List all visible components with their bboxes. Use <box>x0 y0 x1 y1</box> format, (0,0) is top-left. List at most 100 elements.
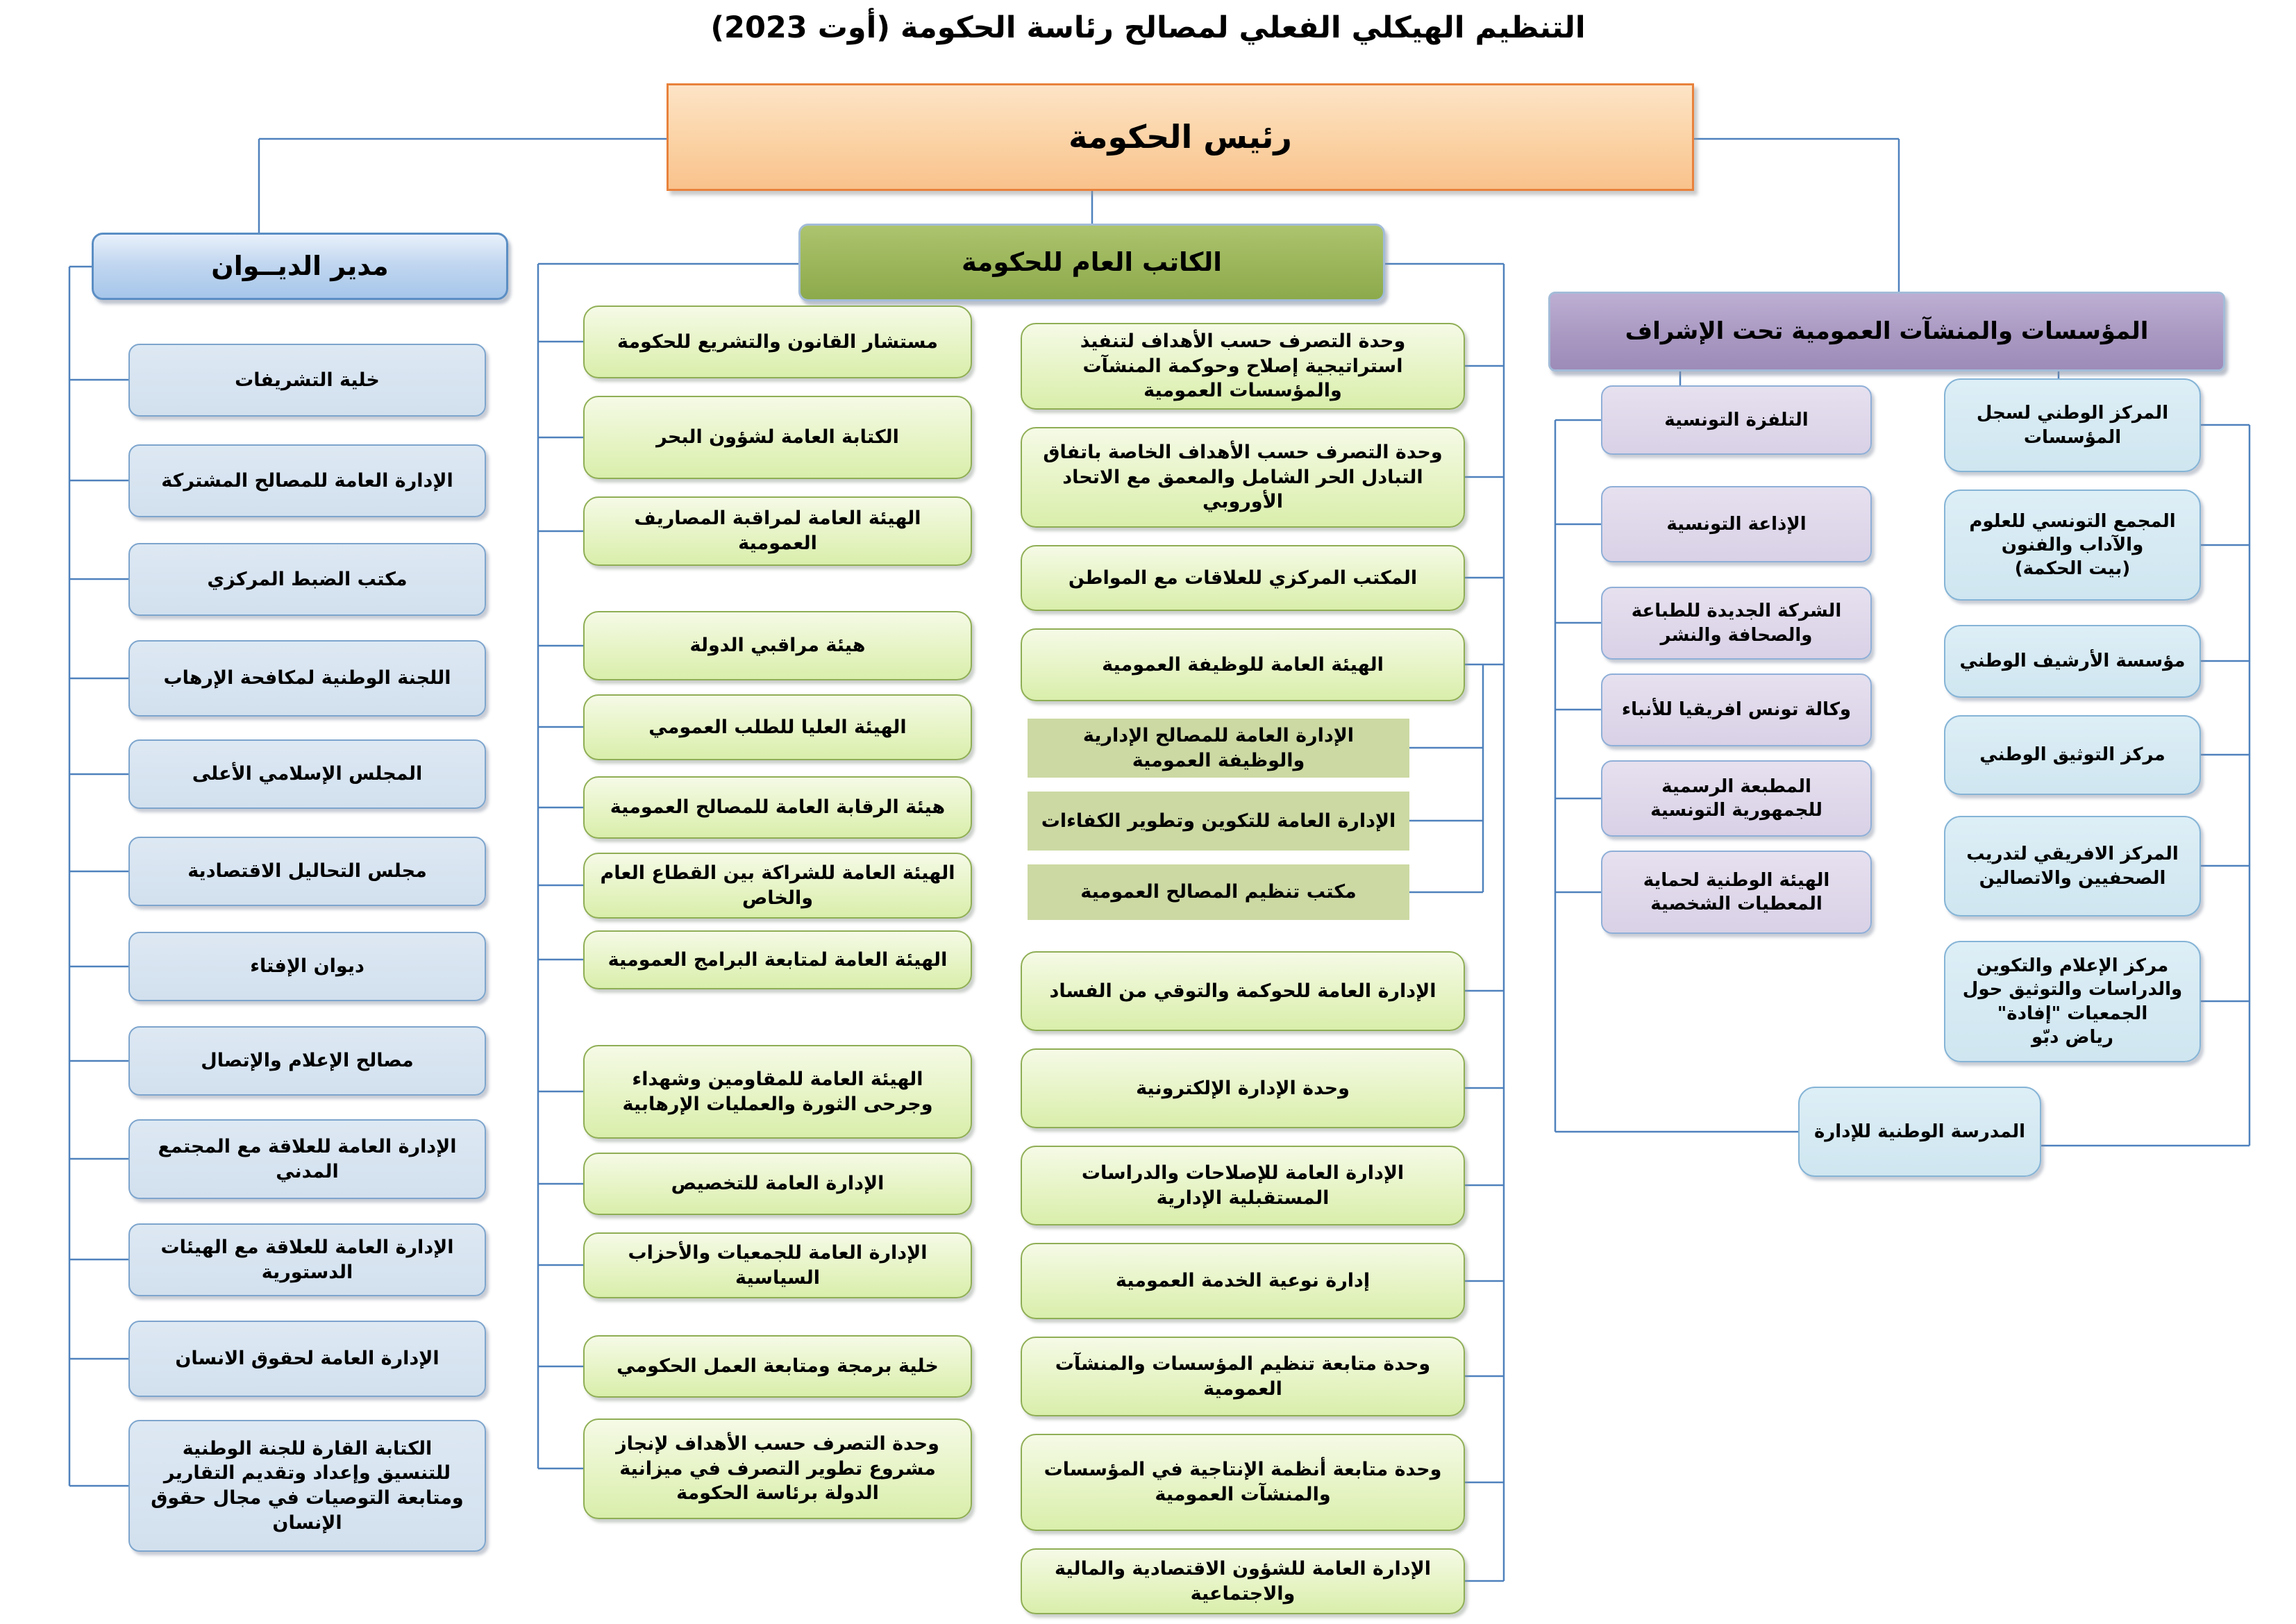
header-label: المؤسسات والمنشآت العمومية تحت الإشراف <box>1625 317 2149 346</box>
org-box-label: وحدة التصرف حسب الأهداف الخاصة باتفاق ال… <box>1043 442 1443 513</box>
org-box-label: الإدارة العامة للمصالح الإدارية والوظيفة… <box>1082 724 1355 771</box>
org-box-label: مكتب تنظيم المصالح العمومية <box>1080 881 1357 903</box>
org-box-label: الكتابة العامة لشؤون البحر <box>656 426 899 449</box>
org-box: الهيئة العامة للمقاومين وشهداء وجرحى الث… <box>583 1045 972 1139</box>
org-box: الشركة الجديدة للطباعة والصحافة والنشر <box>1601 587 1872 660</box>
org-box-label: الإدارة العامة للجمعيات والأحزاب السياسي… <box>628 1241 928 1289</box>
org-box-label: الإدارة العامة للشؤون الاقتصادية والمالي… <box>1055 1557 1431 1605</box>
org-box-label: هيئة الرقابة العامة للمصالح العمومية <box>610 796 946 819</box>
org-box-label: مركز التوثيق الوطني <box>1979 744 2165 766</box>
org-box: اللجنة الوطنية لمكافحة الإرهاب <box>128 640 486 717</box>
org-box: الإدارة العامة لحقوق الانسان <box>128 1321 486 1397</box>
org-box: الإدارة العامة للعلاقة مع المجتمع المدني <box>128 1119 486 1199</box>
org-box: الإدارة العامة للشؤون الاقتصادية والمالي… <box>1021 1548 1465 1614</box>
root-box-label: رئيس الحكومة <box>1069 118 1292 156</box>
org-box: مصالح الإعلام والإتصال <box>128 1026 486 1096</box>
org-box: إدارة نوعية الخدمة العمومية <box>1021 1243 1465 1319</box>
org-box: الكتابة القارة للجنة الوطنية للتنسيق وإع… <box>128 1420 486 1552</box>
org-box-label: مكتب الضبط المركزي <box>207 568 408 590</box>
org-box: ديوان الإفتاء <box>128 932 486 1001</box>
org-box: المجلس الإسلامي الأعلى <box>128 739 486 809</box>
org-box-label: إدارة نوعية الخدمة العمومية <box>1115 1270 1371 1292</box>
org-box: مكتب الضبط المركزي <box>128 543 486 616</box>
org-box: مركز الإعلام والتكوين والدراسات والتوثيق… <box>1944 941 2201 1062</box>
org-box-label: وحدة الإدارة الإلكترونية <box>1136 1077 1350 1099</box>
org-box-label: المطبعة الرسمية للجمهورية التونسية <box>1650 776 1822 821</box>
org-box-label: الإذاعة التونسية <box>1666 513 1807 535</box>
org-box-label: خلية برمجة ومتابعة العمل الحكومي <box>617 1355 939 1378</box>
org-box-national-school: المدرسة الوطنية للإدارة <box>1798 1087 2041 1177</box>
org-box: الهيئة العامة لمتابعة البرامج العمومية <box>583 930 972 989</box>
org-box: وحدة متابعة تنظيم المؤسسات والمنشآت العم… <box>1021 1337 1465 1416</box>
org-box-label: ديوان الإفتاء <box>250 955 364 978</box>
org-box-label: مركز الإعلام والتكوين والدراسات والتوثيق… <box>1962 955 2183 1048</box>
org-box: الهيئة العامة للوظيفة العمومية <box>1021 628 1465 701</box>
org-box-label: الهيئة الوطنية لحماية المعطيات الشخصية <box>1643 869 1830 914</box>
org-box: وحدة التصرف حسب الأهداف الخاصة باتفاق ال… <box>1021 427 1465 528</box>
org-box-label: المجلس الإسلامي الأعلى <box>192 763 423 785</box>
org-box: الإدارة العامة للجمعيات والأحزاب السياسي… <box>583 1232 972 1298</box>
org-box: مستشار القانون والتشريع للحكومة <box>583 305 972 378</box>
org-box: هيئة الرقابة العامة للمصالح العمومية <box>583 776 972 839</box>
org-box-label: المجمع التونسي للعلوم والآداب والفنون (ب… <box>1969 510 2176 580</box>
header-cabinet-director: مدير الديــوان <box>92 233 508 300</box>
org-box: وكالة تونس افريقيا للأنباء <box>1601 673 1872 746</box>
org-box: الإدارة العامة للمصالح المشتركة <box>128 444 486 517</box>
org-box-label: اللجنة الوطنية لمكافحة الإرهاب <box>163 667 451 689</box>
org-box: الإدارة العامة للإصلاحات والدراسات المست… <box>1021 1146 1465 1225</box>
org-box-label: الهيئة العامة للوظيفة العمومية <box>1102 653 1384 676</box>
org-box-label: المركز الوطني لسجل المؤسسات <box>1976 403 2169 448</box>
org-box: هيئة مراقبي الدولة <box>583 611 972 680</box>
org-box-label: مصالح الإعلام والإتصال <box>201 1050 414 1072</box>
org-box: المكتب المركزي للعلاقات مع المواطن <box>1021 545 1465 611</box>
org-box: الهيئة الوطنية لحماية المعطيات الشخصية <box>1601 851 1872 934</box>
org-box-label: وكالة تونس افريقيا للأنباء <box>1621 699 1852 721</box>
org-box: الهيئة العليا للطلب العمومي <box>583 694 972 760</box>
org-box-label: وحدة التصرف حسب الأهداف لإنجاز مشروع تطو… <box>616 1433 939 1505</box>
org-box: مكتب تنظيم المصالح العمومية <box>1028 864 1409 920</box>
header-secretary-general: الكاتب العام للحكومة <box>798 224 1385 301</box>
org-box: مركز التوثيق الوطني <box>1944 715 2201 795</box>
org-box-label: هيئة مراقبي الدولة <box>689 635 866 657</box>
org-box-label: الهيئة العليا للطلب العمومي <box>648 716 907 738</box>
org-box-label: الهيئة العامة لمتابعة البرامج العمومية <box>607 948 948 971</box>
org-box-label: الإدارة العامة للعلاقة مع الهيئات الدستو… <box>160 1236 454 1283</box>
org-box-label: المكتب المركزي للعلاقات مع المواطن <box>1068 567 1418 589</box>
org-box-label: الإدارة العامة للإصلاحات والدراسات المست… <box>1081 1162 1405 1209</box>
org-box-label: الإدارة العامة لحقوق الانسان <box>175 1348 439 1370</box>
org-box-label: مستشار القانون والتشريع للحكومة <box>617 330 939 353</box>
org-box-label: مؤسسة الأرشيف الوطني <box>1959 651 2186 672</box>
org-box: الإدارة العامة للعلاقة مع الهيئات الدستو… <box>128 1223 486 1296</box>
org-box-label: الإدارة العامة للتخصيص <box>671 1173 885 1195</box>
org-box-label: مجلس التحاليل الاقتصادية <box>187 860 427 882</box>
org-box: التلفزة التونسية <box>1601 385 1872 455</box>
org-box: المطبعة الرسمية للجمهورية التونسية <box>1601 760 1872 837</box>
org-box: خلية برمجة ومتابعة العمل الحكومي <box>583 1335 972 1398</box>
org-box: الهيئة العامة لمراقبة المصاريف العمومية <box>583 496 972 566</box>
chart-title: التنظيم الهيكلي الفعلي لمصالح رئاسة الحك… <box>0 8 2296 48</box>
org-box-label: المركز الافريقي لتدريب الصحفيين والاتصال… <box>1966 844 2179 889</box>
org-box: المركز الوطني لسجل المؤسسات <box>1944 378 2201 472</box>
root-box-head-of-government: رئيس الحكومة <box>667 83 1694 191</box>
org-box: المجمع التونسي للعلوم والآداب والفنون (ب… <box>1944 489 2201 601</box>
org-box-label: وحدة متابعة أنظمة الإنتاجية في المؤسسات … <box>1044 1459 1442 1505</box>
org-box-label: خلية التشريفات <box>235 369 380 391</box>
org-box: الإدارة العامة للتخصيص <box>583 1153 972 1215</box>
org-box: الإدارة العامة للمصالح الإدارية والوظيفة… <box>1028 719 1409 778</box>
org-box: الإدارة العامة للحوكمة والتوقي من الفساد <box>1021 951 1465 1031</box>
org-box-label: وحدة متابعة تنظيم المؤسسات والمنشآت العم… <box>1055 1353 1431 1400</box>
org-box-label: الهيئة العامة لمراقبة المصاريف العمومية <box>634 508 921 554</box>
org-box-label: الهيئة العامة للشراكة بين القطاع العام و… <box>600 862 955 909</box>
org-box: مجلس التحاليل الاقتصادية <box>128 837 486 906</box>
org-box-label: الإدارة العامة للحوكمة والتوقي من الفساد <box>1049 980 1436 1002</box>
org-box: الإدارة العامة للتكوين وتطوير الكفاءات <box>1028 792 1409 851</box>
org-box-label: الإدارة العامة للعلاقة مع المجتمع المدني <box>158 1135 457 1182</box>
org-box-label: وحدة التصرف حسب الأهداف لتنفيذ استراتيجي… <box>1080 330 1406 402</box>
org-box: وحدة الإدارة الإلكترونية <box>1021 1048 1465 1128</box>
chart-title-text: التنظيم الهيكلي الفعلي لمصالح رئاسة الحك… <box>710 10 1586 45</box>
org-box-label: الهيئة العامة للمقاومين وشهداء وجرحى الث… <box>622 1068 933 1115</box>
org-box: الكتابة العامة لشؤون البحر <box>583 396 972 479</box>
org-box-label: الكتابة القارة للجنة الوطنية للتنسيق وإع… <box>151 1437 464 1534</box>
org-box-label: المدرسة الوطنية للإدارة <box>1813 1121 2026 1142</box>
